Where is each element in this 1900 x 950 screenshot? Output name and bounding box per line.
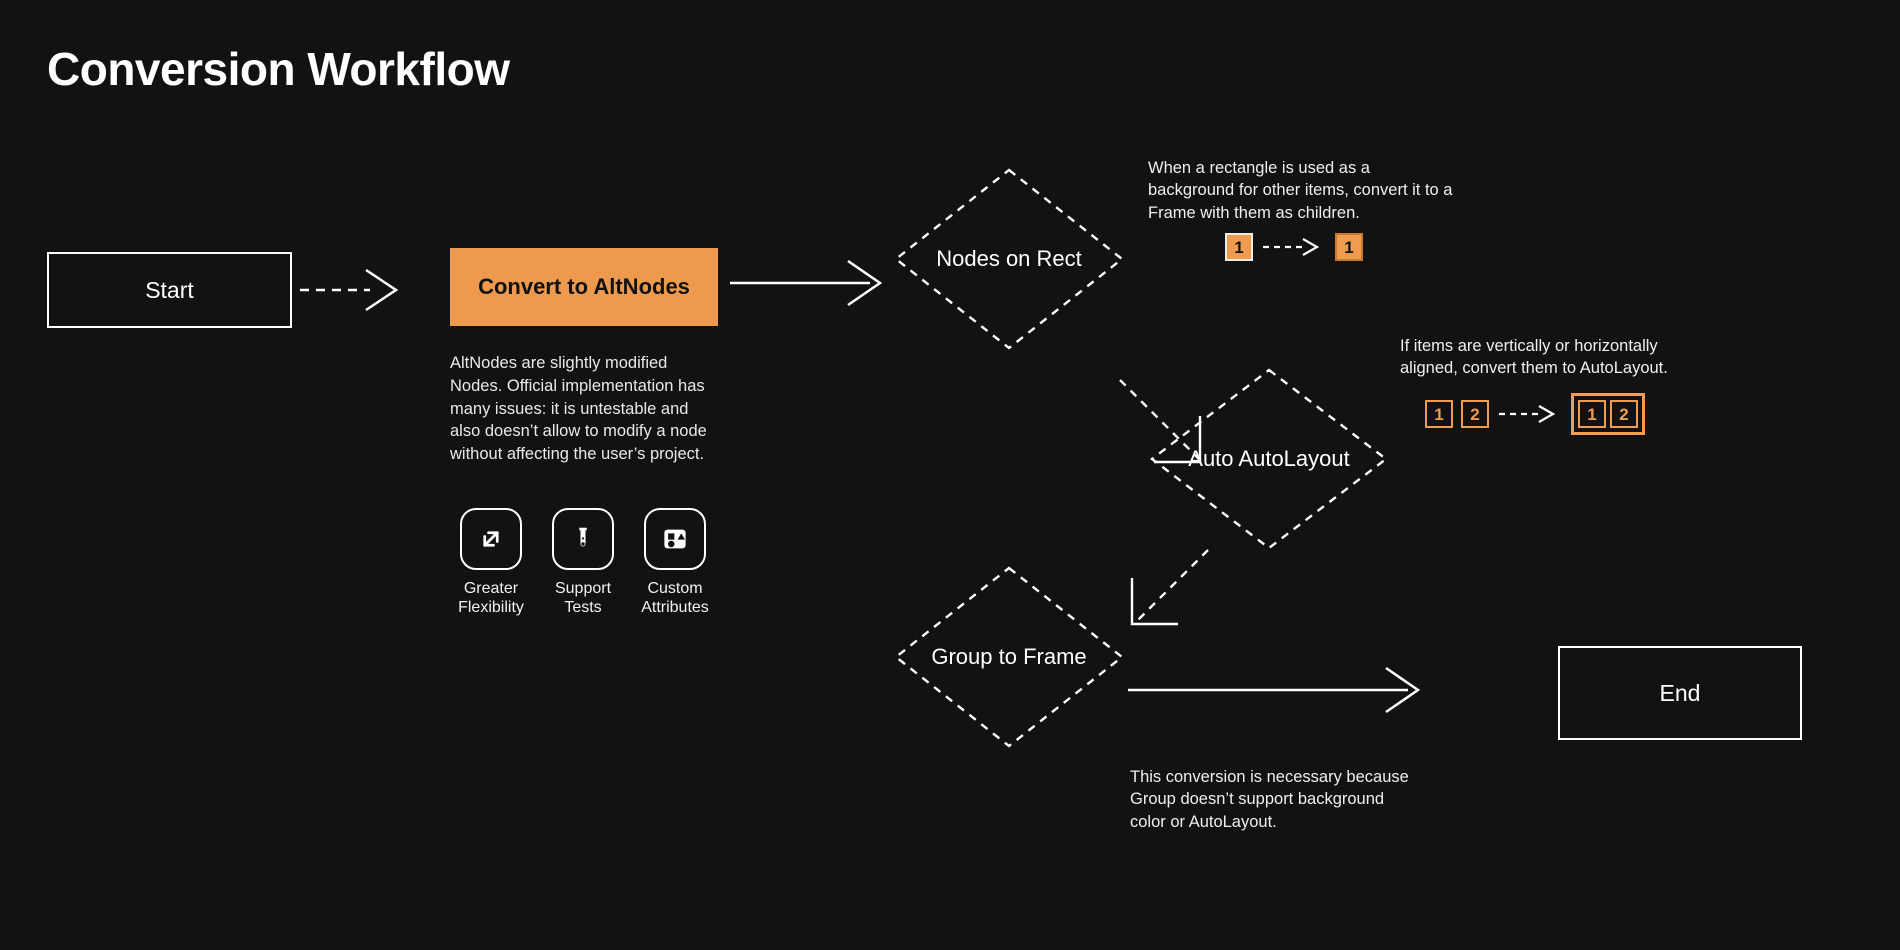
node-nodes-on-rect[interactable]: Nodes on Rect <box>894 168 1124 350</box>
test-tube-icon <box>552 508 614 570</box>
badge-row-nodes-on-rect: 1 1 <box>1225 233 1363 261</box>
diamond-shape <box>894 168 1124 350</box>
feature-label-line2: Tests <box>564 599 602 617</box>
feature-custom-attributes[interactable]: Custom Attributes <box>636 508 714 617</box>
feature-label: Greater Flexibility <box>458 579 524 617</box>
feature-label-line1: Custom <box>647 580 703 597</box>
expand-arrows-icon <box>460 508 522 570</box>
feature-label-line1: Support <box>554 580 612 597</box>
page-title: Conversion Workflow <box>47 43 510 95</box>
node-nodes-on-rect-label: Nodes on Rect <box>936 246 1082 271</box>
feature-label: Support Tests <box>555 579 611 617</box>
annotation-auto-autolayout: If items are vertically or horizontally … <box>1400 337 1668 378</box>
edge-nodes-on-rect-to-autolayout <box>1119 379 1202 464</box>
annotation-group-to-frame: This conversion is necessary because Gro… <box>1130 768 1409 831</box>
convert-description: AltNodes are slightly modified Nodes. Of… <box>450 354 707 464</box>
badge-group-after: 1 2 <box>1571 393 1645 435</box>
node-group-to-frame[interactable]: Group to Frame <box>894 566 1124 748</box>
feature-label-line2: Attributes <box>641 599 709 617</box>
feature-support-tests[interactable]: Support Tests <box>544 508 622 617</box>
badge-before-1: 1 <box>1225 233 1253 261</box>
node-end-label: End <box>1659 679 1701 706</box>
node-auto-autolayout[interactable]: Auto AutoLayout <box>1150 368 1388 550</box>
badge-before-1: 1 <box>1425 400 1453 428</box>
shapes-icon <box>644 508 706 570</box>
feature-label-line2: Flexibility <box>458 599 524 617</box>
node-group-to-frame-label: Group to Frame <box>931 644 1087 669</box>
node-end[interactable]: End <box>1558 646 1802 740</box>
node-convert-label: Convert to AltNodes <box>478 274 690 299</box>
node-start-label: Start <box>145 276 194 303</box>
badge-before-2: 2 <box>1461 400 1489 428</box>
edge-autolayout-to-group-to-frame <box>1130 549 1209 626</box>
node-auto-autolayout-label: Auto AutoLayout <box>1188 446 1350 471</box>
node-convert-to-altnodes[interactable]: Convert to AltNodes <box>450 248 718 326</box>
badge-row-auto-autolayout: 1 2 1 2 <box>1425 393 1645 435</box>
badge-after-1: 1 <box>1578 400 1606 428</box>
badge-after-1: 1 <box>1335 233 1363 261</box>
node-start[interactable]: Start <box>47 252 292 328</box>
feature-greater-flexibility[interactable]: Greater Flexibility <box>452 508 530 617</box>
edge-convert-to-nodes-on-rect <box>730 259 883 307</box>
badge-after-2: 2 <box>1610 400 1638 428</box>
annotation-nodes-on-rect: When a rectangle is used as a background… <box>1148 159 1453 222</box>
mini-arrow-icon <box>1263 238 1320 256</box>
mini-arrow-icon <box>1499 405 1556 423</box>
feature-list: Greater Flexibility Support Tests <box>452 508 714 617</box>
feature-label: Custom Attributes <box>641 579 709 617</box>
diamond-shape <box>894 566 1124 748</box>
feature-label-line1: Greater <box>463 580 519 597</box>
edge-group-to-frame-to-end <box>1128 666 1421 714</box>
edge-start-to-convert <box>300 268 399 312</box>
